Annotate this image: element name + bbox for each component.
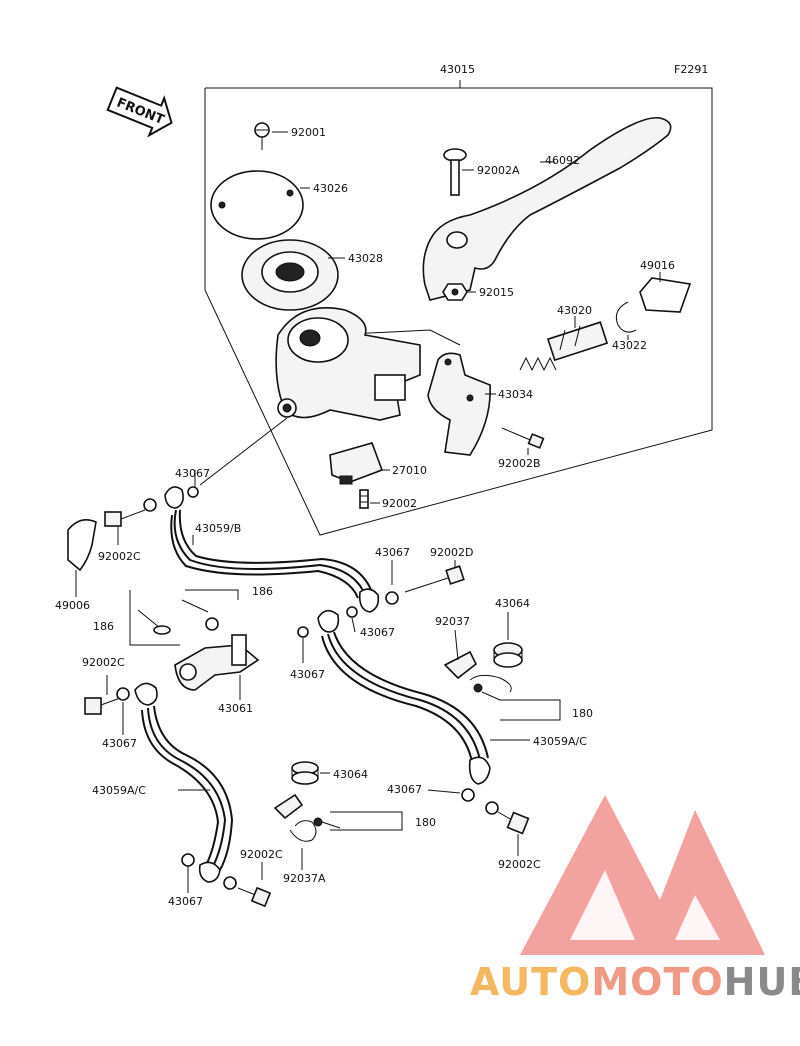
part-49006-bleeder-cap (67, 519, 97, 572)
label-186-right: 186 (252, 585, 273, 598)
label-43064-lower: 43064 (333, 768, 368, 781)
automotohub-wordmark: AUTOMOTOHUB (470, 960, 800, 1004)
label-43026: 43026 (313, 182, 348, 195)
label-49016: 49016 (640, 259, 675, 272)
part-master-cylinder-body (275, 307, 421, 421)
label-92002B: 92002B (498, 457, 541, 470)
part-43064-grommet-upper (493, 642, 523, 668)
label-43059B: 43059/B (195, 522, 241, 535)
label-92002C-upper: 92002C (98, 550, 141, 563)
label-43067-mid: 43067 (290, 668, 325, 681)
label-43022: 43022 (612, 339, 647, 352)
label-43067-upper-mid: 43067 (360, 626, 395, 639)
part-43059AC-left-hose (134, 682, 234, 883)
label-43067-lower-left: 43067 (168, 895, 203, 908)
part-92037A-clamp (273, 793, 341, 842)
label-43061: 43061 (218, 702, 253, 715)
label-92002: 92002 (382, 497, 417, 510)
label-43067-upper-right: 43067 (375, 546, 410, 559)
part-92002C-banjo-bolt-upper (104, 498, 157, 527)
part-92002C-banjo-bolt-right (485, 801, 530, 835)
part-43034-holder (427, 352, 491, 456)
label-43064-upper: 43064 (495, 597, 530, 610)
part-43061-brake-joint (174, 634, 260, 691)
label-92002C-right: 92002C (498, 858, 541, 871)
wordmark-hub: HUB (723, 960, 800, 1004)
wordmark-auto: AUTO (470, 960, 592, 1004)
label-27010: 27010 (392, 464, 427, 477)
part-186-bracket-bolts (137, 599, 219, 635)
label-43059AC-left: 43059A/C (92, 784, 146, 797)
part-92002B-clamp-bolt (501, 427, 545, 449)
label-43059AC-right: 43059A/C (533, 735, 587, 748)
label-43020: 43020 (557, 304, 592, 317)
label-92002A: 92002A (477, 164, 520, 177)
part-92001-screw (254, 122, 270, 150)
automotohub-logo (520, 795, 765, 955)
part-43059B-upper-hose (164, 486, 380, 613)
label-186-left: 186 (93, 620, 114, 633)
label-43067-left: 43067 (102, 737, 137, 750)
assembly-boundary (204, 87, 713, 536)
part-43059AC-right-hose (317, 609, 491, 785)
label-43034: 43034 (498, 388, 533, 401)
part-43026-reservoir-cap (210, 170, 304, 240)
part-43020-piston-assembly (519, 321, 609, 372)
part-27010-brake-switch (329, 442, 384, 485)
label-49006: 49006 (55, 599, 90, 612)
label-92002C-left: 92002C (82, 656, 125, 669)
part-92002-screw (359, 489, 369, 509)
part-43022-circlip (615, 301, 637, 333)
part-43028-diaphragm (241, 239, 339, 311)
label-43067-lower-right: 43067 (387, 783, 422, 796)
part-46092-brake-lever (422, 117, 672, 301)
label-46092: 46092 (545, 154, 580, 167)
label-92002D: 92002D (430, 546, 473, 559)
label-180-upper: 180 (572, 707, 593, 720)
label-43015: 43015 (440, 63, 475, 76)
label-180-lower: 180 (415, 816, 436, 829)
part-49016-dust-boot (639, 277, 692, 313)
part-92015-nut (442, 283, 468, 301)
wordmark-moto: MOTO (591, 960, 724, 1004)
label-92037A: 92037A (283, 872, 326, 885)
label-92002C-lower: 92002C (240, 848, 283, 861)
part-92002A-pivot-bolt (443, 148, 467, 196)
part-43064-grommet-lower (291, 761, 319, 785)
washer-43067-upper-mid (346, 606, 358, 618)
washer-43067-lower-left (181, 853, 195, 867)
part-92037-clamp (443, 650, 512, 701)
figure-code: F2291 (674, 63, 708, 76)
washer-43067-lower-right (461, 788, 475, 802)
front-arrow-icon: FRONT (106, 86, 173, 138)
label-92015: 92015 (479, 286, 514, 299)
label-92037: 92037 (435, 615, 470, 628)
label-43028: 43028 (348, 252, 383, 265)
part-92002C-banjo-bolt-lower (223, 876, 272, 908)
label-43067-upper: 43067 (175, 467, 210, 480)
part-92002C-banjo-bolt-left (84, 687, 130, 715)
part-92002D-banjo-bolt (385, 565, 465, 605)
label-92001: 92001 (291, 126, 326, 139)
washer-43067-mid (297, 626, 309, 638)
